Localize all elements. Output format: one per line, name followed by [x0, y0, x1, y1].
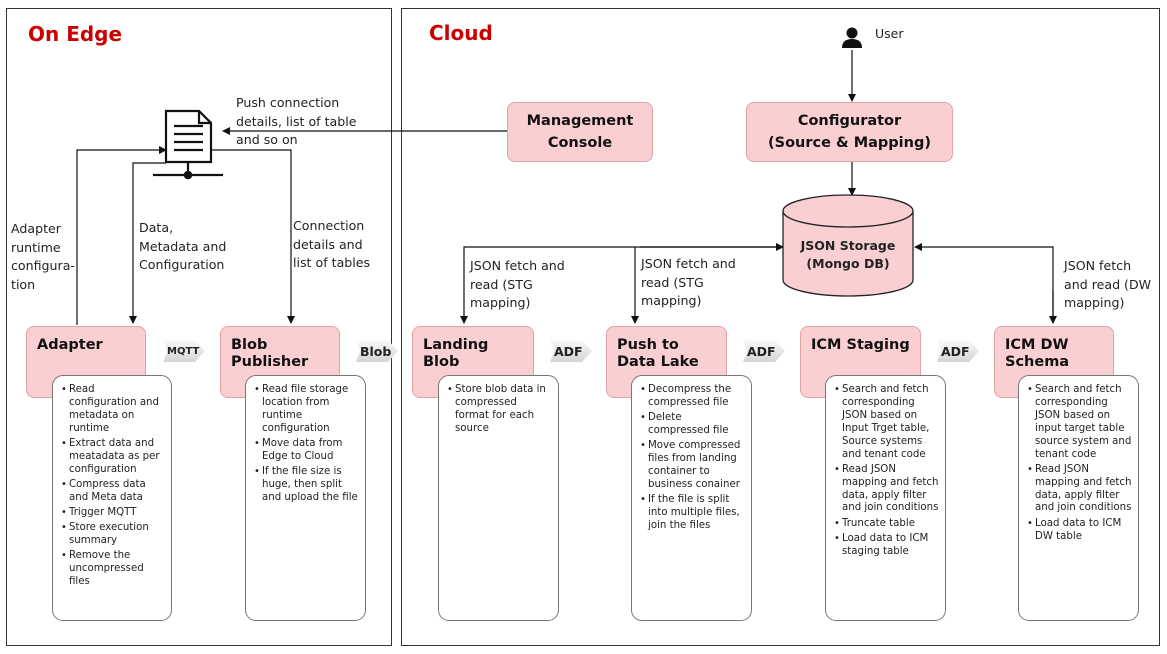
arrow-storage-to-dw — [914, 243, 1054, 323]
bullet: Read JSON mapping and fetch data, apply … — [834, 464, 939, 516]
arrow-server-to-adapter — [129, 162, 166, 324]
connection-details-label: Connection details and list of tables — [293, 218, 371, 270]
bullet: Extract data and meatadata as per config… — [61, 438, 165, 477]
bullet: If the file size is huge, then split and… — [254, 466, 359, 505]
bullet: Move compressed files from landing conta… — [640, 440, 745, 492]
bullet: Read JSON mapping and fetch data, apply … — [1027, 464, 1132, 516]
arrow-server-to-blob-publisher — [206, 149, 295, 324]
adapter-runtime-label: Adapter runtime configura-tion — [11, 221, 75, 292]
bullet: Truncate table — [834, 518, 939, 531]
card-icm-staging: Search and fetch corresponding JSON base… — [825, 375, 946, 621]
bullet: Compress data and Meta data — [61, 479, 165, 505]
blob-connector: Blob — [356, 340, 398, 362]
configurator-box[interactable]: Configurator (Source & Mapping) — [746, 102, 953, 162]
push-connection-label: Push connection details, list of table a… — [236, 95, 357, 147]
arrow-adapter-to-server — [76, 146, 167, 325]
card-adapter: Read configuration and metadata on runti… — [52, 375, 172, 621]
json-fetch-dw-label: JSON fetch and read (DW mapping) — [1064, 258, 1152, 310]
bullet: Store execution summary — [61, 522, 165, 548]
bullet: Delete compressed file — [640, 412, 745, 438]
cloud-title: Cloud — [429, 21, 493, 45]
bullet: Load data to ICM DW table — [1027, 518, 1132, 544]
user-label: User — [875, 26, 904, 41]
mqtt-connector: MQTT — [163, 340, 205, 362]
card-push-to-data-lake: Decompress the compressed file Delete co… — [631, 375, 752, 621]
card-icm-dw-schema: Search and fetch corresponding JSON base… — [1018, 375, 1139, 621]
bullet: Load data to ICM staging table — [834, 533, 939, 559]
bullet: Read configuration and metadata on runti… — [61, 384, 165, 436]
json-fetch-stg-label-1: JSON fetch and read (STG mapping) — [470, 258, 565, 310]
card-blob-publisher: Read file storage location from runtime … — [245, 375, 366, 621]
adf-connector-3: ADF — [937, 340, 979, 362]
json-storage-cylinder — [782, 194, 914, 297]
bullet: Read file storage location from runtime … — [254, 384, 359, 436]
bullet: Search and fetch corresponding JSON base… — [834, 384, 939, 461]
bullet: Search and fetch corresponding JSON base… — [1027, 384, 1132, 461]
adf-connector-1: ADF — [550, 340, 592, 362]
data-metadata-label: Data, Metadata and Configuration — [139, 220, 227, 272]
file-server-icon — [153, 109, 223, 180]
bullet: Store blob data in compressed format for… — [447, 384, 552, 436]
json-storage-label: JSON Storage (Mongo DB) — [800, 238, 896, 271]
bullet: If the file is split into multiple files… — [640, 494, 745, 533]
management-console-box[interactable]: Management Console — [507, 102, 653, 162]
bullet: Move data from Edge to Cloud — [254, 438, 359, 464]
on-edge-title: On Edge — [28, 22, 123, 46]
bullet: Remove the uncompressed files — [61, 550, 165, 589]
card-landing-blob: Store blob data in compressed format for… — [438, 375, 559, 621]
user-icon — [842, 27, 862, 48]
bullet: Trigger MQTT — [61, 507, 165, 520]
json-fetch-stg-label-2: JSON fetch and read (STG mapping) — [641, 256, 736, 308]
adf-connector-2: ADF — [743, 340, 785, 362]
bullet: Decompress the compressed file — [640, 384, 745, 410]
